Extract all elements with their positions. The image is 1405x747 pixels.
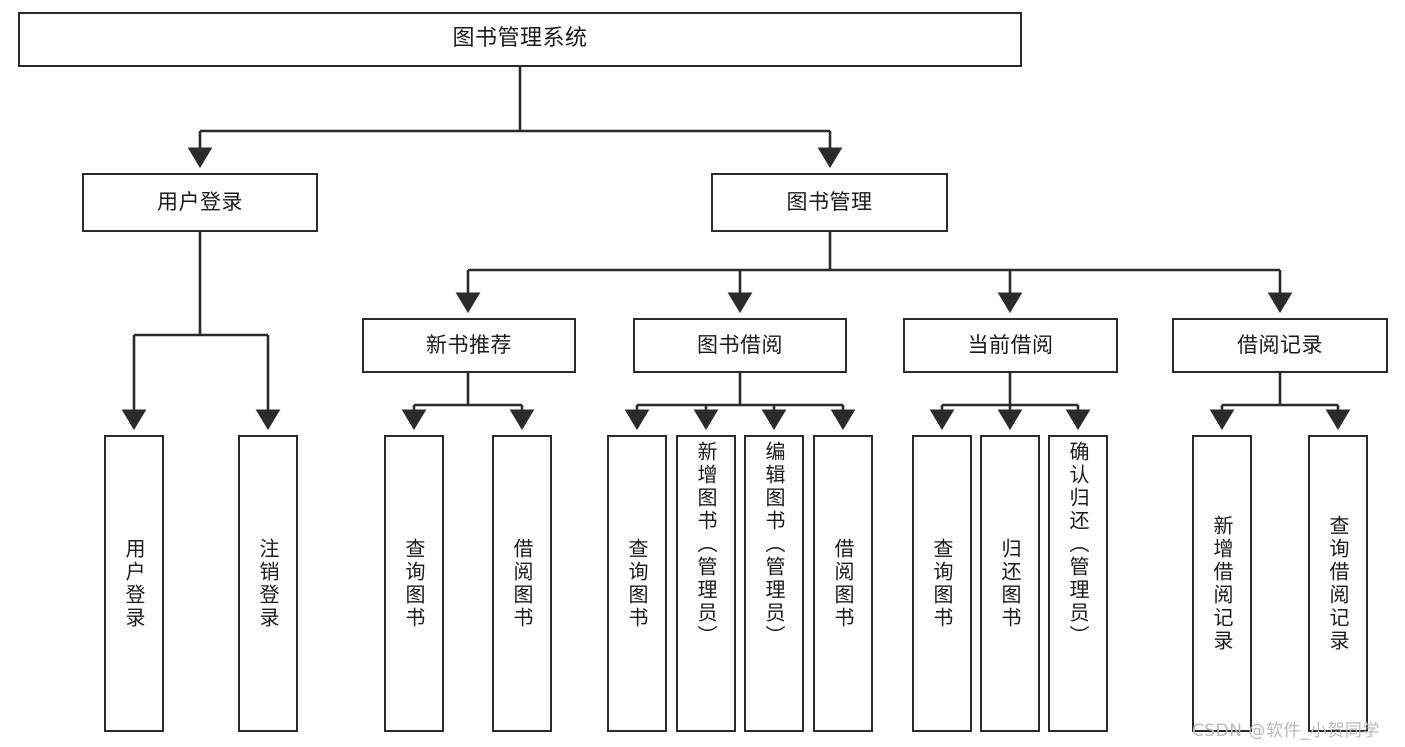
leaf-return-book[interactable]: 归还图书: [980, 435, 1040, 732]
leaf-query-book-1[interactable]: 查询图书: [384, 435, 444, 732]
node-book-management[interactable]: 图书管理: [711, 173, 948, 232]
node-label: 新书推荐: [426, 332, 512, 357]
leaf-borrow-book-2[interactable]: 借阅图书: [813, 435, 873, 732]
leaf-confirm-return[interactable]: 确认归还（管理员）: [1048, 435, 1108, 732]
node-label: 图书管理系统: [452, 26, 588, 52]
leaf-query-book-3[interactable]: 查询图书: [912, 435, 972, 732]
node-label: 归还图书: [998, 537, 1022, 630]
node-label: 查询图书: [625, 537, 649, 630]
node-label: 借阅记录: [1237, 332, 1323, 357]
leaf-add-record[interactable]: 新增借阅记录: [1192, 435, 1252, 732]
leaf-user-login[interactable]: 用户登录: [104, 435, 164, 732]
node-label: 新增图书（管理员）: [694, 441, 718, 648]
node-label: 图书管理: [786, 189, 873, 214]
leaf-query-record[interactable]: 查询借阅记录: [1308, 435, 1368, 732]
node-current-borrow[interactable]: 当前借阅: [903, 318, 1118, 373]
node-label: 借阅图书: [831, 537, 855, 630]
leaf-edit-book[interactable]: 编辑图书（管理员）: [744, 435, 804, 732]
csdn-watermark: CSDN @软件_小贺同学: [1192, 721, 1380, 741]
node-label: 图书借阅: [697, 332, 783, 357]
node-label: 新增借阅记录: [1210, 514, 1234, 653]
node-label: 借阅图书: [510, 537, 534, 630]
node-label: 查询借阅记录: [1326, 514, 1350, 653]
node-user-login[interactable]: 用户登录: [82, 173, 318, 232]
node-label: 确认归还（管理员）: [1066, 441, 1090, 648]
node-label: 用户登录: [122, 537, 146, 630]
leaf-user-logout[interactable]: 注销登录: [238, 435, 298, 732]
leaf-borrow-book-1[interactable]: 借阅图书: [492, 435, 552, 732]
node-label: 查询图书: [402, 537, 426, 630]
node-label: 注销登录: [256, 537, 280, 630]
node-label: 用户登录: [157, 189, 243, 214]
node-root-system[interactable]: 图书管理系统: [18, 12, 1022, 67]
node-label: 当前借阅: [967, 332, 1054, 357]
leaf-query-book-2[interactable]: 查询图书: [607, 435, 667, 732]
node-label: 查询图书: [930, 537, 954, 630]
node-borrow-record[interactable]: 借阅记录: [1172, 318, 1388, 373]
node-book-borrow[interactable]: 图书借阅: [633, 318, 847, 373]
node-label: 编辑图书（管理员）: [762, 441, 786, 648]
node-new-book-recommend[interactable]: 新书推荐: [362, 318, 576, 373]
leaf-add-book[interactable]: 新增图书（管理员）: [676, 435, 736, 732]
